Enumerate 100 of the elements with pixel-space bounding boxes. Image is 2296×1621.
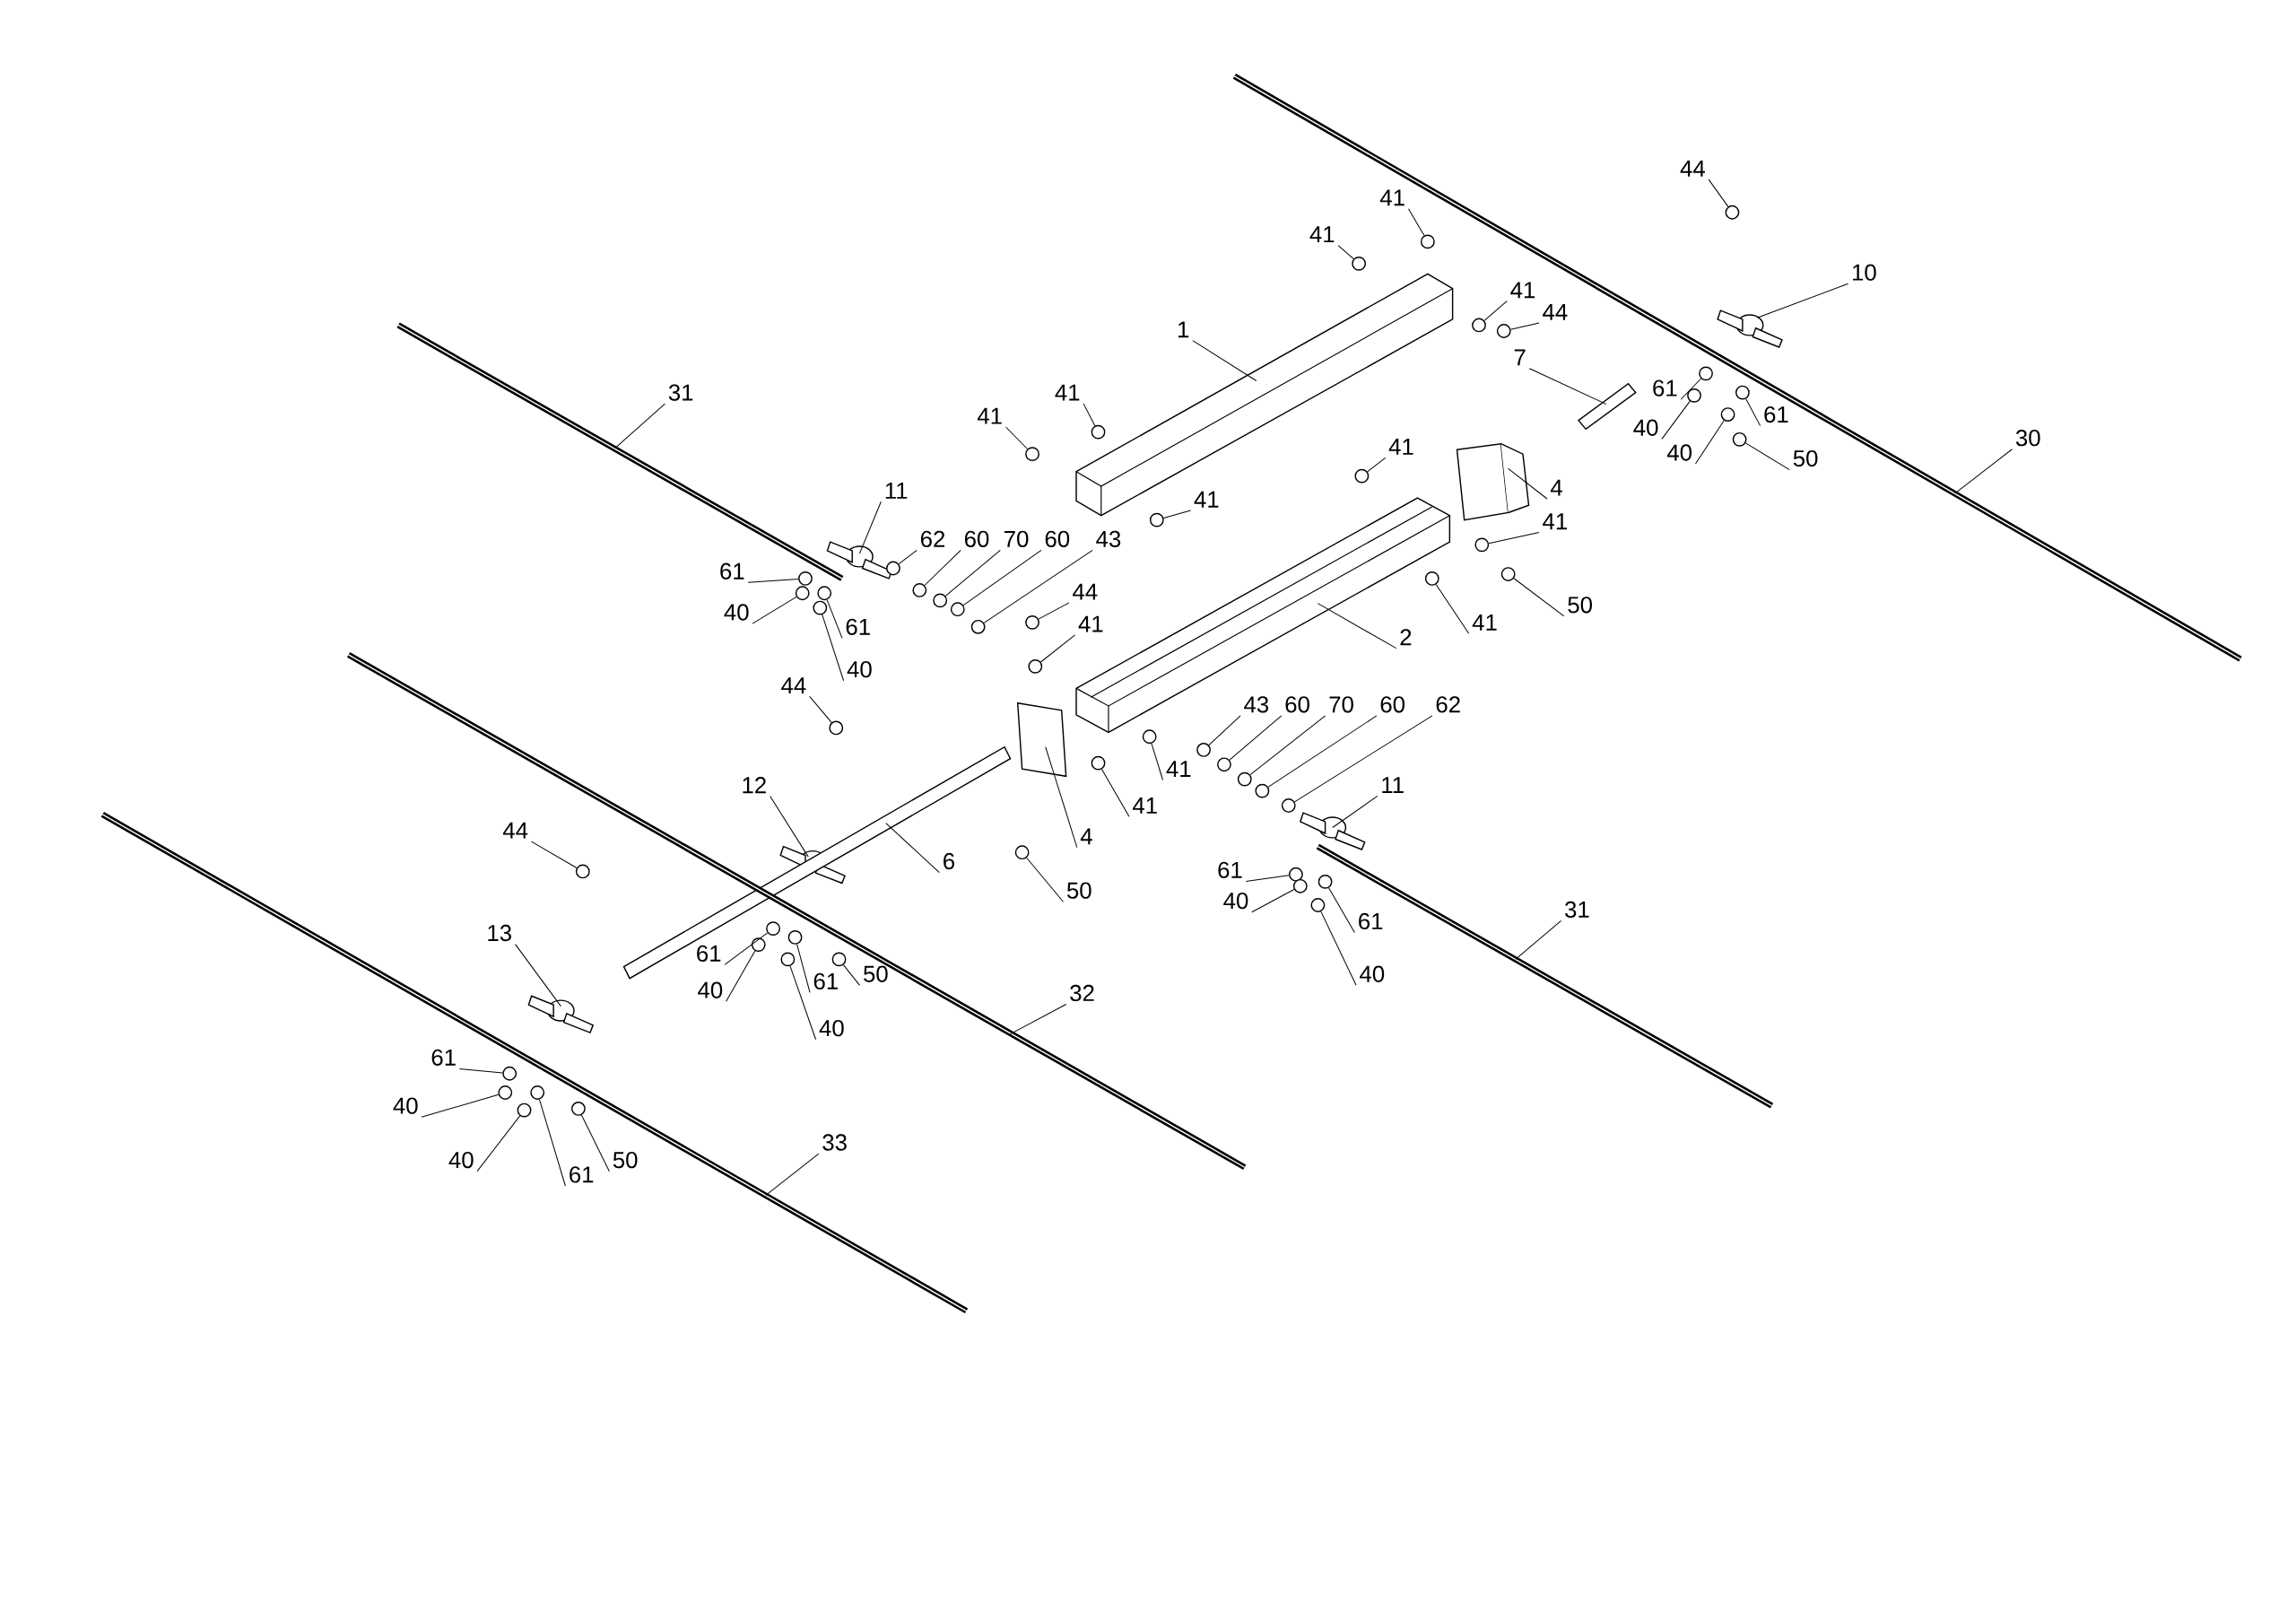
leader-line — [944, 549, 1001, 597]
leader-line — [1026, 857, 1064, 902]
leader-line — [924, 549, 961, 586]
hardware-part — [1292, 878, 1308, 893]
leader-line — [796, 943, 811, 993]
leader-line — [1954, 449, 2013, 494]
leader-line — [1509, 322, 1540, 330]
hardware-part — [795, 586, 810, 600]
hardware-part — [813, 600, 828, 615]
hardware-part — [798, 571, 813, 586]
hardware-part — [766, 921, 780, 936]
callout-number: 41 — [977, 407, 1002, 424]
leader-line — [789, 965, 817, 1041]
element-clamp — [826, 541, 893, 580]
element-rod — [396, 322, 844, 581]
leader-line — [842, 963, 861, 986]
hardware-part — [886, 561, 900, 576]
leader-line — [476, 1115, 521, 1172]
hardware-part — [1289, 867, 1303, 882]
callout-number: 11 — [885, 482, 908, 499]
callout-number: 43 — [1244, 696, 1269, 713]
callout-number: 40 — [448, 1151, 474, 1169]
hardware-part — [787, 929, 803, 945]
callout-number: 62 — [1436, 696, 1460, 713]
leader-line — [515, 943, 561, 1007]
element-rod — [1232, 73, 2242, 662]
leader-line — [1332, 795, 1378, 828]
leader-line — [1010, 1003, 1067, 1034]
callout-number: 61 — [813, 972, 838, 989]
leader-line — [747, 578, 799, 583]
callout-number: 6 — [944, 852, 954, 869]
leader-line — [1513, 578, 1565, 617]
leader-line — [1744, 442, 1790, 470]
leader-line — [983, 549, 1093, 623]
hardware-part — [1237, 771, 1252, 787]
callout-number: 70 — [1004, 530, 1029, 547]
hardware-part — [1091, 424, 1106, 440]
leader-line — [1661, 400, 1691, 440]
callout-number: 61 — [431, 1049, 456, 1066]
hardware-part — [1281, 797, 1296, 813]
leader-line — [1407, 208, 1425, 236]
callout-number: 43 — [1096, 530, 1121, 547]
leader-line — [614, 403, 665, 449]
leader-line — [1367, 457, 1387, 473]
leader-line — [1337, 244, 1354, 259]
callout-number: 41 — [1194, 491, 1219, 508]
hardware-part — [933, 593, 948, 608]
leader-line — [765, 1153, 820, 1196]
mounting-block — [1456, 442, 1530, 521]
leader-line — [1435, 583, 1470, 634]
leader-line — [898, 549, 918, 565]
callout-number: 13 — [488, 924, 511, 941]
callout-number: 50 — [864, 965, 888, 982]
callout-number: 70 — [1329, 696, 1353, 713]
hardware-part — [571, 1101, 586, 1116]
leader-line — [1756, 283, 1849, 318]
hardware-part — [751, 937, 766, 952]
leader-line — [1100, 768, 1130, 817]
callout-number: 40 — [819, 1019, 844, 1037]
callout-number: 60 — [1380, 696, 1405, 713]
callout-number: 1 — [1178, 321, 1189, 338]
hardware-part — [780, 952, 796, 967]
hardware-part — [970, 619, 986, 634]
leader-line — [1508, 467, 1548, 500]
leader-line — [822, 614, 845, 682]
leader-line — [726, 950, 756, 1002]
leader-line — [1192, 340, 1257, 381]
leader-line — [1745, 397, 1761, 426]
leader-line — [885, 822, 940, 873]
leader-line — [1680, 378, 1702, 400]
leader-line — [752, 596, 797, 624]
leader-line — [1083, 403, 1096, 426]
leader-line — [538, 1098, 566, 1187]
leader-line — [1515, 919, 1562, 960]
callout-number: 62 — [920, 530, 945, 547]
hardware-part — [1025, 447, 1039, 461]
hardware-part — [1025, 614, 1039, 630]
leader-line — [962, 549, 1042, 606]
hardware-part — [912, 582, 927, 597]
leader-line — [858, 501, 882, 554]
callout-number: 40 — [698, 981, 723, 998]
hardware-part — [831, 952, 847, 967]
leader-line — [1251, 888, 1295, 912]
callout-number: 60 — [1045, 530, 1070, 547]
leader-line — [1040, 634, 1076, 663]
hardware-part — [517, 1102, 532, 1118]
leader-line — [1293, 715, 1433, 803]
callout-number: 44 — [502, 822, 528, 839]
leader-line — [459, 1068, 503, 1074]
callout-number: 41 — [1055, 384, 1080, 401]
leader-line — [421, 1094, 500, 1118]
element-rod — [1316, 843, 1774, 1109]
callout-number: 40 — [393, 1097, 418, 1114]
leader-line — [1245, 875, 1290, 882]
leader-line — [809, 695, 832, 723]
leader-line — [1038, 602, 1070, 620]
leader-line — [1328, 887, 1355, 933]
element-rod — [100, 811, 969, 1313]
leader-line — [1317, 603, 1397, 649]
hardware-part — [530, 1085, 545, 1100]
